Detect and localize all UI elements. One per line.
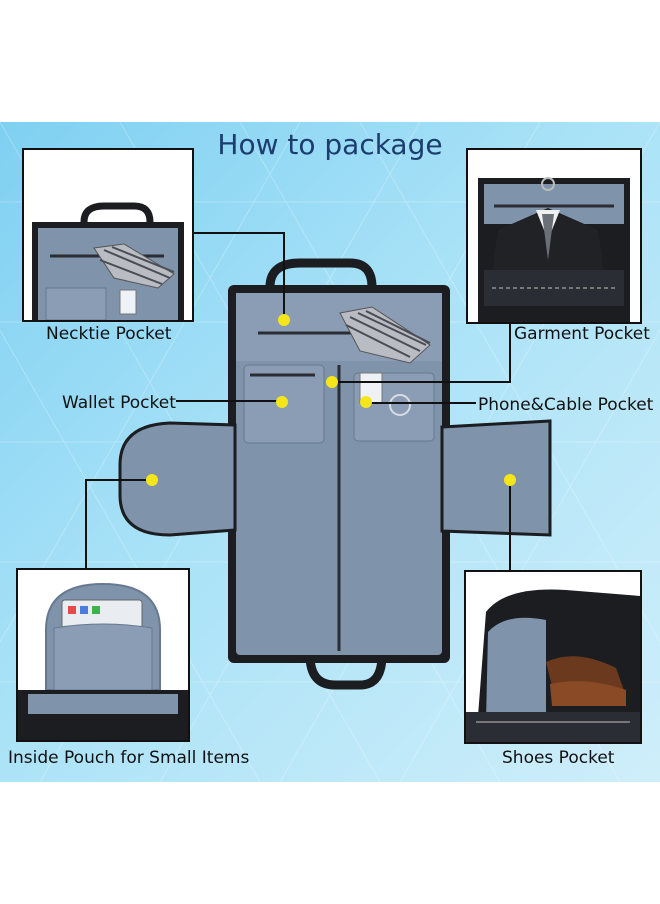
right-shoes-flap: [440, 419, 552, 537]
left-pouch-flap: [118, 421, 237, 537]
phone-marker: [360, 396, 372, 408]
phone-cable-pocket-label: Phone&Cable Pocket: [478, 395, 654, 415]
garment-marker: [326, 376, 338, 388]
garment-inset: [466, 148, 642, 324]
top-handle: [265, 258, 377, 288]
shoes-pocket-label: Shoes Pocket: [502, 748, 615, 768]
shoes-marker: [504, 474, 516, 486]
shoes-inset: [464, 570, 642, 744]
wallet-marker: [276, 396, 288, 408]
bottom-handle: [305, 654, 387, 690]
pouch-marker: [146, 474, 158, 486]
inside-pouch-inset: [16, 568, 190, 742]
necktie-marker: [278, 314, 290, 326]
page-title: How to package: [217, 128, 443, 161]
pouch-connector: [85, 479, 152, 568]
necktie-stripes: [345, 310, 431, 358]
necktie-pocket-label: Necktie Pocket: [46, 324, 172, 344]
necktie-inset: [22, 148, 194, 322]
garment-pocket-label: Garment Pocket: [514, 324, 650, 344]
cable: [389, 394, 411, 416]
wallet-pocket-label: Wallet Pocket: [62, 393, 176, 413]
main-bag-illustration: [118, 258, 552, 690]
inside-pouch-label: Inside Pouch for Small Items: [8, 748, 250, 768]
necktie-connector: [192, 232, 285, 318]
